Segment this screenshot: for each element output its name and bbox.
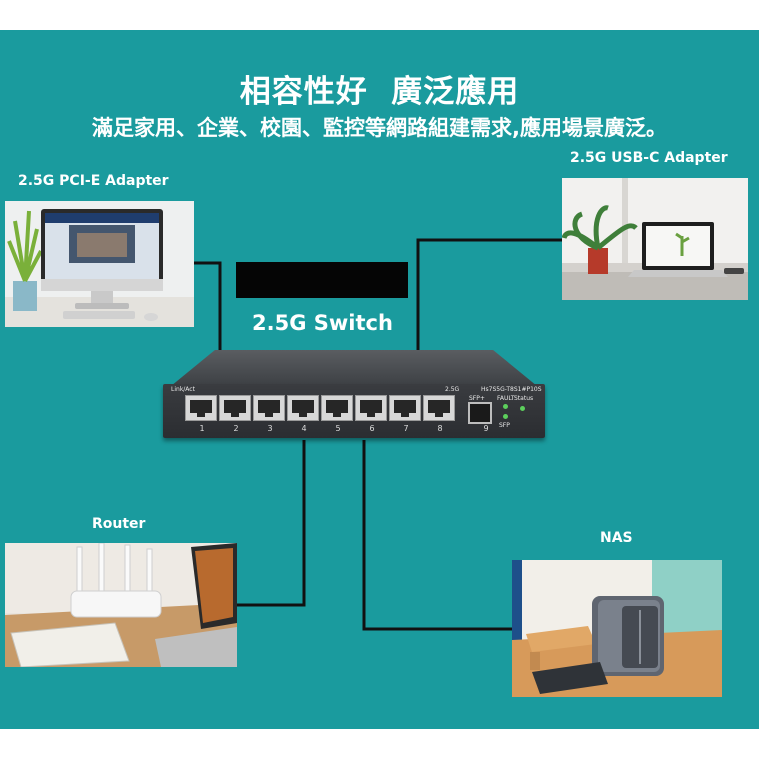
port-number-2: 2 (233, 424, 239, 433)
wire-usbc (416, 238, 562, 352)
switch-status-led (520, 406, 525, 411)
switch-model-label: Hs7S5G-T8S1#P10S (481, 386, 542, 393)
port-number-1: 1 (199, 424, 205, 433)
switch-speed-label: 2.5G (445, 386, 460, 393)
switch-port-8[interactable] (423, 395, 455, 421)
port-number-3: 3 (267, 424, 273, 433)
laptop-desk-image (562, 178, 748, 300)
switch-port-4[interactable] (287, 395, 319, 421)
port-number-6: 6 (369, 424, 375, 433)
switch-top-cover (171, 350, 537, 386)
switch-port-1[interactable] (185, 395, 217, 421)
switch-sfp-led (503, 414, 508, 419)
switch-sfp-led-label: SFP (499, 422, 510, 429)
page-subtitle: 滿足家用、企業、校園、監控等網路組建需求,應用場景廣泛。 (92, 116, 667, 140)
switch-sfp-label: SFP+ (469, 395, 485, 402)
port-number-4: 4 (301, 424, 307, 433)
switch-banner-bar (236, 262, 408, 298)
desktop-computer-image (5, 201, 194, 327)
label-pcie-adapter: 2.5G PCI-E Adapter (18, 173, 169, 189)
label-nas: NAS (600, 530, 633, 546)
switch-status-label: Status (514, 395, 534, 402)
network-switch: Link/Act 2.5G Hs7S5G-T8S1#P10S SFP+ FAUL… (163, 350, 545, 442)
switch-port-5[interactable] (321, 395, 353, 421)
page-title: 相容性好 廣泛應用 (239, 74, 520, 110)
switch-port-7[interactable] (389, 395, 421, 421)
label-router: Router (92, 516, 146, 532)
switch-fault-led (503, 404, 508, 409)
port-number-9: 9 (483, 424, 489, 433)
port-number-7: 7 (403, 424, 409, 433)
wire-router (237, 440, 306, 607)
switch-port-3[interactable] (253, 395, 285, 421)
switch-port-2[interactable] (219, 395, 251, 421)
router-image (5, 543, 237, 667)
wire-nas (362, 440, 512, 631)
switch-sfp-port[interactable] (468, 402, 492, 424)
nas-image (512, 560, 722, 697)
wire-pcie (190, 261, 222, 352)
switch-link-act-label: Link/Act (171, 386, 195, 393)
label-switch: 2.5G Switch (252, 311, 393, 335)
switch-fault-label: FAULT (497, 395, 515, 402)
port-number-5: 5 (335, 424, 341, 433)
port-number-8: 8 (437, 424, 443, 433)
switch-port-6[interactable] (355, 395, 387, 421)
label-usbc-adapter: 2.5G USB-C Adapter (570, 150, 728, 166)
